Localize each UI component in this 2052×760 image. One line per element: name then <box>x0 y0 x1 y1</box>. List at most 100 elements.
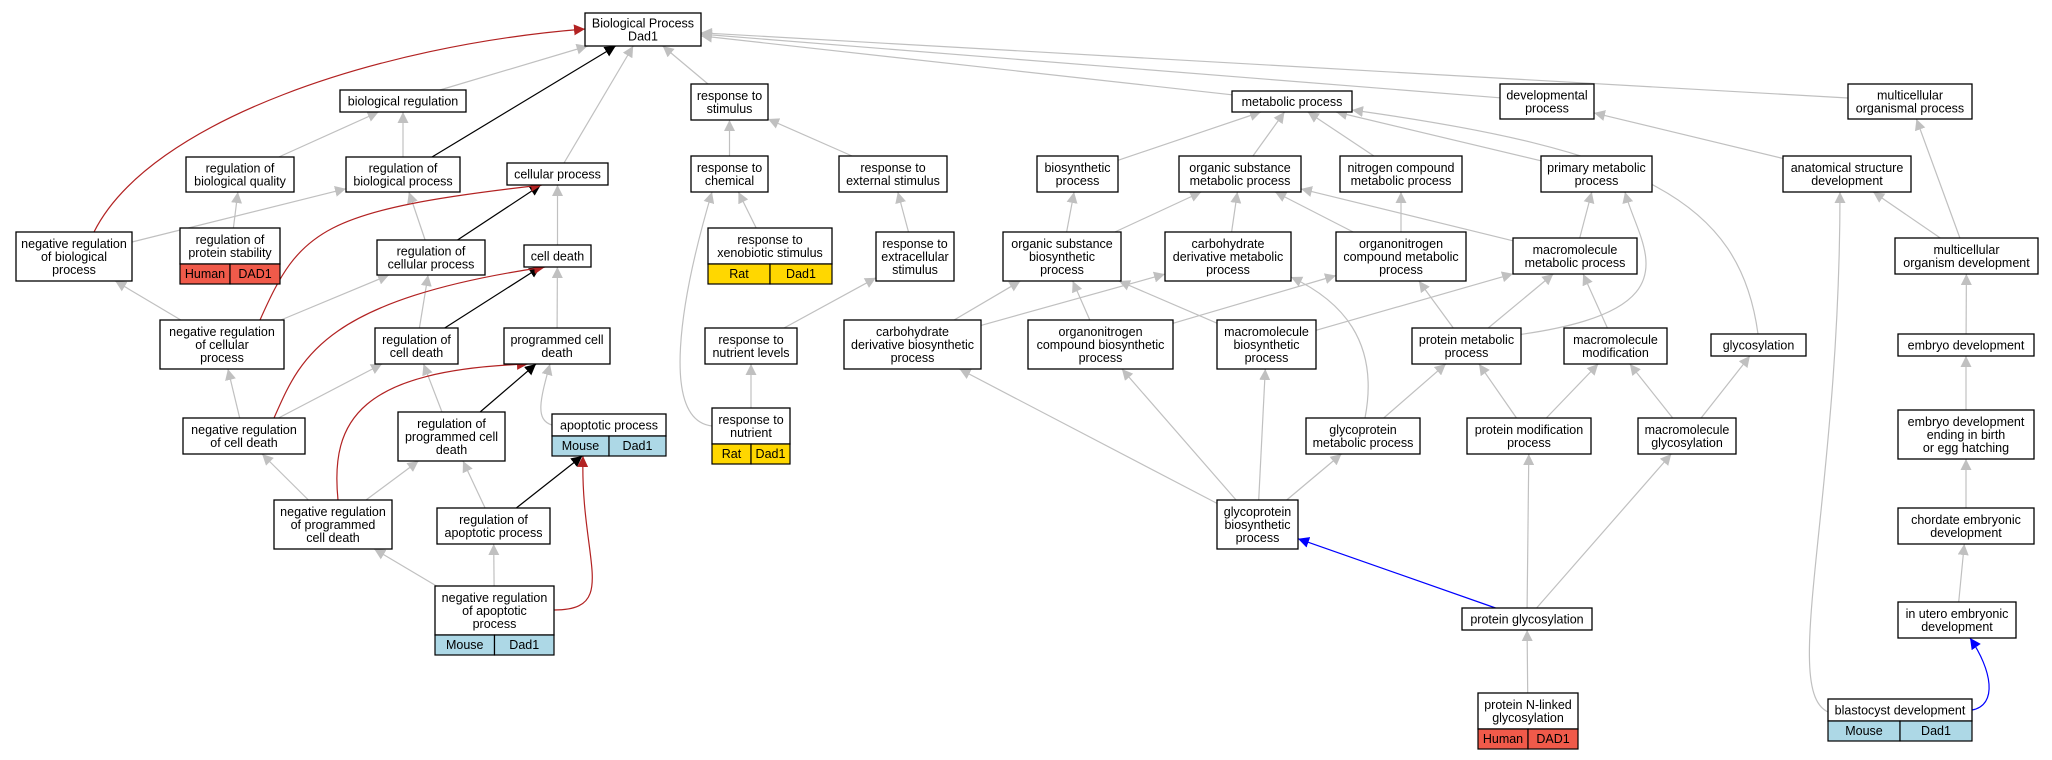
term-label: process <box>1575 174 1619 188</box>
edge-blastocyst-development-to-in-utero-embryonic-development <box>1969 637 1990 711</box>
term-node-cell-death[interactable]: cell death <box>523 244 592 268</box>
term-label: ending in birth <box>1927 428 2006 442</box>
term-node-biological-regulation[interactable]: biological regulation <box>339 89 467 113</box>
term-box <box>1178 155 1302 193</box>
edge-regulation-of-cell-death-to-cell-death <box>444 266 541 329</box>
gene-cell <box>608 435 667 457</box>
term-label: process <box>1236 531 1280 545</box>
term-label: organic substance <box>1011 237 1113 251</box>
term-box <box>1036 155 1119 193</box>
edge-regulation-of-programmed-cell-death-to-regulation-of-cell-death <box>422 363 443 413</box>
term-label: biological regulation <box>348 94 459 108</box>
gene-label: DAD1 <box>1536 732 1569 746</box>
term-label: nutrient levels <box>712 346 789 360</box>
edge-response-to-stimulus-to-bp <box>662 45 709 85</box>
term-label: of cell death <box>210 436 277 450</box>
term-box <box>1897 601 2017 639</box>
term-label: macromolecule <box>1224 325 1309 339</box>
term-label: Biological Process <box>592 16 694 30</box>
term-box <box>1027 319 1174 370</box>
edge-metabolic-process-to-bp <box>700 31 1233 96</box>
term-node-metabolic-process[interactable]: metabolic process <box>1231 90 1353 113</box>
edge-glycoprotein-biosynthetic-process-to-organonitrogen-compound-biosynthetic-process <box>1121 368 1237 501</box>
term-label: protein modification <box>1475 423 1583 437</box>
edge-negative-regulation-of-cell-death-to-regulation-of-cell-death <box>278 363 383 419</box>
term-box <box>159 319 285 370</box>
term-label: response to <box>697 161 762 175</box>
term-label: organic substance <box>1189 161 1291 175</box>
term-box <box>1897 507 2035 545</box>
term-label: external stimulus <box>846 174 940 188</box>
term-node-glycosylation[interactable]: glycosylation <box>1710 333 1807 357</box>
species-label: Mouse <box>446 638 484 652</box>
term-label: process <box>891 351 935 365</box>
term-box <box>345 156 461 193</box>
term-label: regulation of <box>206 161 275 175</box>
term-node-cellular-process[interactable]: cellular process <box>506 162 609 186</box>
term-node-protein-glycosylation[interactable]: protein glycosylation <box>1461 607 1593 631</box>
edge-glycoprotein-biosynthetic-process-to-carbohydrate-derivative-biosynthetic-process <box>959 368 1218 504</box>
term-label: programmed cell <box>510 333 603 347</box>
edge-organonitrogen-compound-metabolic-process-to-organic-substance-metabolic-process <box>1274 191 1354 233</box>
edge-negative-regulation-of-apoptotic-process-to-negative-regulation-of-programmed-cell-death <box>373 548 437 587</box>
edge-response-to-xenobiotic-stimulus-to-response-to-chemical <box>737 191 757 229</box>
edge-negative-regulation-of-cell-death-to-negative-regulation-of-cellular-process <box>225 368 241 419</box>
term-node-embryo-development[interactable]: embryo development <box>1897 333 2035 357</box>
term-label: cellular process <box>388 257 475 271</box>
term-label: compound biosynthetic <box>1037 338 1165 352</box>
edge-protein-modification-process-to-macromolecule-modification <box>1545 363 1599 419</box>
term-label: response to <box>737 233 802 247</box>
term-label: biosynthetic <box>1029 250 1095 264</box>
edge-protein-modification-process-to-protein-metabolic-process <box>1478 363 1517 419</box>
